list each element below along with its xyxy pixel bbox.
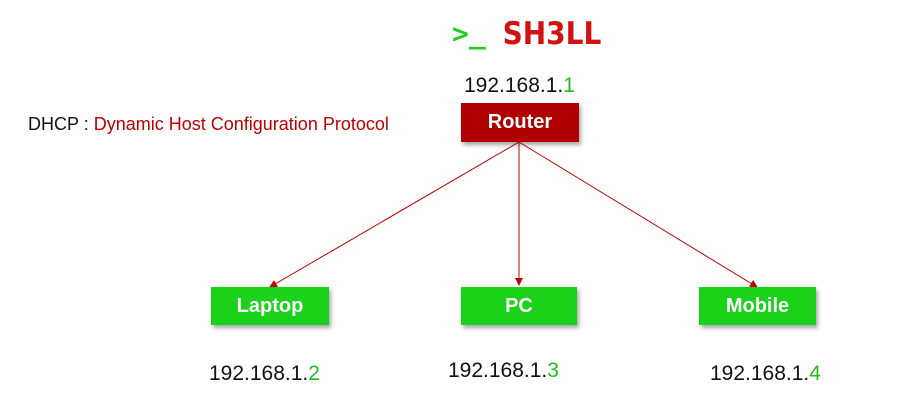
pc-ip: 192.168.1.3 [448, 359, 559, 383]
router-ip-prefix: 192.168.1. [464, 74, 564, 97]
mobile-ip: 192.168.1.4 [710, 362, 821, 386]
logo-text: SH3LL [502, 15, 602, 52]
dhcp-abbreviation: DHCP [28, 114, 79, 134]
mobile-ip-last-octet: 4 [809, 362, 821, 385]
link-router-mobile [518, 141, 758, 288]
laptop-label: Laptop [236, 294, 304, 317]
link-router-laptop [269, 141, 520, 288]
dhcp-full-name: Dynamic Host Configuration Protocol [93, 114, 389, 134]
dhcp-definition: DHCP : Dynamic Host Configuration Protoc… [28, 113, 389, 135]
shell-logo: >_ SH3LL [452, 15, 602, 52]
laptop-ip-last-octet: 2 [308, 362, 320, 385]
laptop-node: Laptop [211, 287, 329, 325]
router-label: Router [487, 111, 553, 133]
pc-label: PC [505, 294, 533, 317]
pc-ip-prefix: 192.168.1. [448, 359, 548, 382]
mobile-node: Mobile [699, 287, 816, 325]
dhcp-separator: : [83, 114, 89, 134]
mobile-label: Mobile [725, 294, 790, 317]
router-ip-last-octet: 1 [563, 74, 575, 97]
laptop-ip: 192.168.1.2 [209, 362, 320, 386]
mobile-ip-prefix: 192.168.1. [710, 362, 810, 385]
router-ip: 192.168.1.1 [464, 74, 575, 98]
terminal-prompt-icon: >_ [452, 17, 486, 50]
router-node: Router [461, 103, 579, 142]
pc-node: PC [461, 287, 577, 325]
laptop-ip-prefix: 192.168.1. [209, 362, 309, 385]
pc-ip-last-octet: 3 [547, 359, 559, 382]
